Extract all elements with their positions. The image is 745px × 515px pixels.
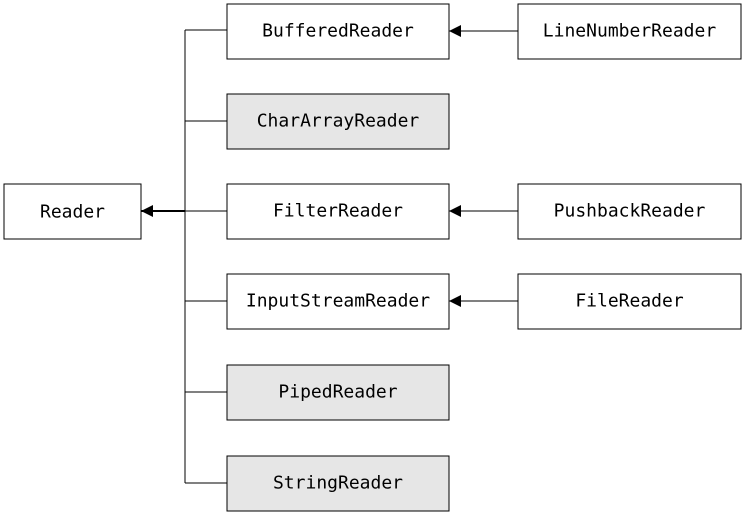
node-bufferedreader-box	[226, 3, 450, 60]
node-linenumberreader: LineNumberReader	[517, 3, 742, 60]
node-linenumberreader-label: LineNumberReader	[543, 21, 717, 42]
node-chararrayreader-box	[226, 93, 450, 150]
node-pushbackreader-label: PushbackReader	[554, 201, 706, 222]
node-bufferedreader-label: BufferedReader	[262, 21, 414, 42]
node-pushbackreader-box	[517, 183, 742, 240]
node-inputstreamreader-box	[226, 273, 450, 330]
node-reader: Reader	[3, 183, 142, 240]
node-chararrayreader: CharArrayReader	[226, 93, 450, 150]
node-stringreader-label: StringReader	[273, 473, 403, 494]
node-chararrayreader-label: CharArrayReader	[257, 111, 420, 132]
node-pipedreader-box	[226, 364, 450, 421]
node-bufferedreader: BufferedReader	[226, 3, 450, 60]
node-pipedreader-label: PipedReader	[278, 382, 397, 403]
node-pushbackreader: PushbackReader	[517, 183, 742, 240]
node-inputstreamreader-label: InputStreamReader	[246, 291, 430, 312]
node-filterreader-label: FilterReader	[273, 201, 403, 222]
node-filereader-label: FileReader	[575, 291, 684, 312]
node-filereader: FileReader	[517, 273, 742, 330]
node-pipedreader: PipedReader	[226, 364, 450, 421]
node-filereader-box	[517, 273, 742, 330]
node-linenumberreader-box	[517, 3, 742, 60]
node-inputstreamreader: InputStreamReader	[226, 273, 450, 330]
node-reader-box	[3, 183, 142, 240]
node-stringreader: StringReader	[226, 455, 450, 512]
node-stringreader-box	[226, 455, 450, 512]
node-filterreader-box	[226, 183, 450, 240]
node-reader-label: Reader	[40, 202, 105, 223]
node-filterreader: FilterReader	[226, 183, 450, 240]
